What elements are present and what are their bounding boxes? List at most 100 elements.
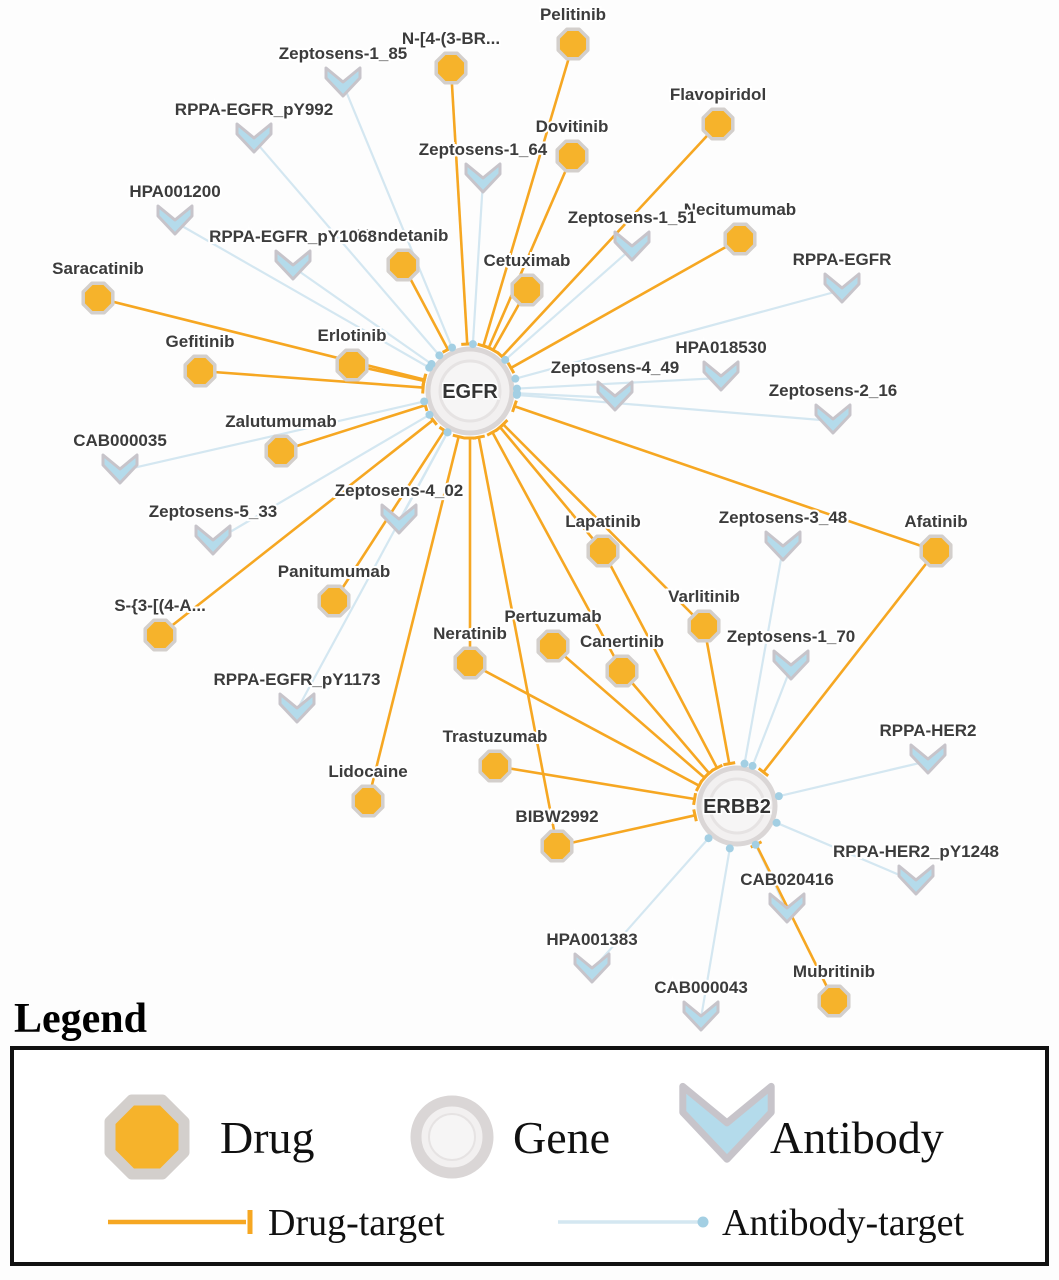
antibody-node-zeptosens-1-70[interactable] <box>772 649 810 681</box>
antibody-node-cab020416[interactable] <box>768 892 806 924</box>
legend-gene-icon-core <box>428 1113 476 1161</box>
edge-flavopiridol-egfr <box>501 123 719 358</box>
drug-node-varlitinib[interactable] <box>687 609 721 643</box>
legend-gene-label: Gene <box>513 1112 610 1163</box>
node-label-mubritinib: Mubritinib <box>793 962 875 981</box>
antibody-node-rppa-egfr-py1068[interactable] <box>274 249 312 281</box>
drug-node-cetuximab[interactable] <box>510 273 544 307</box>
edge-canertinib-erbb2-tick <box>703 768 715 779</box>
edge-rppa-egfr-egfr-dot <box>511 374 520 383</box>
antibody-node-zeptosens-4-49[interactable] <box>596 380 634 412</box>
drug-node-erlotinib[interactable] <box>335 348 369 382</box>
drug-node-pelitinib[interactable] <box>556 27 590 61</box>
edge-zeptosens-3-48-erbb2-dot <box>740 759 749 768</box>
antibody-node-rppa-egfr-py992[interactable] <box>235 122 273 154</box>
edge-zeptosens-1-85-egfr-dot <box>448 343 457 352</box>
legend-antibody-target-dot <box>697 1216 709 1228</box>
antibody-node-zeptosens-4-02[interactable] <box>380 503 418 535</box>
node-label-zeptosens-1-70: Zeptosens-1_70 <box>727 627 856 646</box>
antibody-node-hpa018530[interactable] <box>702 360 740 392</box>
edge-neratinib-erbb2-tick <box>694 779 704 792</box>
drug-node-vandetanib[interactable] <box>386 248 420 282</box>
edge-zeptosens-2-16-egfr <box>516 393 834 423</box>
edge-necitumumab-egfr <box>510 237 741 370</box>
antibody-node-zeptosens-1-85[interactable] <box>324 66 362 98</box>
drug-node-saracatinib[interactable] <box>81 281 115 315</box>
antibody-node-zeptosens-1-64[interactable] <box>464 162 502 194</box>
legend-drug-label: Drug <box>220 1112 315 1163</box>
edge-zeptosens-1-64-egfr-dot <box>468 340 477 349</box>
drug-edges-layer <box>97 43 938 1002</box>
node-label-rppa-her2: RPPA-HER2 <box>880 721 977 740</box>
edge-bibw2992-egfr-tick <box>472 434 486 440</box>
edge-saracatinib-egfr <box>97 296 425 381</box>
drug-node-mubritinib[interactable] <box>817 984 851 1018</box>
edge-varlitinib-erbb2 <box>702 625 731 764</box>
drug-node-gefitinib[interactable] <box>183 354 217 388</box>
drug-node-canertinib[interactable] <box>605 654 639 688</box>
drug-node-neratinib[interactable] <box>453 646 487 680</box>
antibody-node-rppa-her2-py1248[interactable] <box>897 864 935 896</box>
node-label-bibw2992: BIBW2992 <box>515 807 598 826</box>
node-label-zeptosens-3-48: Zeptosens-3_48 <box>719 508 848 527</box>
edge-dots-layer <box>420 340 783 853</box>
antibody-node-hpa001383[interactable] <box>573 952 611 984</box>
drug-node-trastuzumab[interactable] <box>478 749 512 783</box>
legend-antibody-icon <box>679 1082 775 1163</box>
antibody-edges-layer <box>119 83 929 1019</box>
node-label-necitumumab: Necitumumab <box>684 200 796 219</box>
antibody-node-rppa-her2[interactable] <box>909 743 947 775</box>
edge-cetuximab-egfr-tick <box>487 345 500 355</box>
node-label-varlitinib: Varlitinib <box>668 587 740 606</box>
edge-rppa-egfr-py1068-egfr <box>292 266 433 365</box>
antibody-node-zeptosens-1-51[interactable] <box>613 230 651 262</box>
drug-node-dovitinib[interactable] <box>555 139 589 173</box>
antibody-node-zeptosens-2-16[interactable] <box>814 403 852 435</box>
node-label-hpa001200: HPA001200 <box>129 182 220 201</box>
drug-node-necitumumab[interactable] <box>723 222 757 256</box>
drug-node-s-3-4-a[interactable] <box>143 618 177 652</box>
legend: Legend Drug Gene Antibody Drug-target An… <box>10 996 1049 1266</box>
edge-afatinib-egfr <box>514 405 937 553</box>
node-label-lapatinib: Lapatinib <box>565 512 641 531</box>
antibody-node-cab000035[interactable] <box>101 453 139 485</box>
drug-node-zalutumumab[interactable] <box>264 434 298 468</box>
antibody-node-zeptosens-3-48[interactable] <box>764 530 802 562</box>
node-label-rppa-her2-py1248: RPPA-HER2_pY1248 <box>833 842 999 861</box>
drug-node-afatinib[interactable] <box>919 534 953 568</box>
nodes-layer <box>81 27 953 1032</box>
labels-layer: EGFRERBB2PelitinibN-[4-(3-BR...Dovitinib… <box>50 3 1001 999</box>
antibody-node-cab000043[interactable] <box>682 1000 720 1032</box>
antibody-node-rppa-egfr[interactable] <box>823 272 861 304</box>
drug-node-bibw2992[interactable] <box>540 829 574 863</box>
edge-s-3-4-a-egfr <box>159 419 434 637</box>
drug-node-panitumumab[interactable] <box>317 584 351 618</box>
antibody-node-zeptosens-5-33[interactable] <box>194 524 232 556</box>
edge-bibw2992-erbb2-tick <box>692 809 698 822</box>
edge-bibw2992-erbb2 <box>556 814 696 848</box>
node-label-zalutumumab: Zalutumumab <box>225 412 336 431</box>
antibody-node-hpa001200[interactable] <box>156 204 194 236</box>
edge-zeptosens-1-85-egfr <box>341 83 454 348</box>
edge-hpa018530-egfr <box>516 376 722 390</box>
node-label-zeptosens-4-49: Zeptosens-4_49 <box>551 358 680 377</box>
antibody-node-rppa-egfr-py1173[interactable] <box>278 692 316 724</box>
edge-zeptosens-4-49-egfr <box>516 392 616 400</box>
drug-node-lidocaine[interactable] <box>351 784 385 818</box>
edge-hpa001383-erbb2-dot <box>704 834 713 843</box>
drug-node-lapatinib[interactable] <box>586 534 620 568</box>
edge-zeptosens-3-48-erbb2 <box>743 547 785 764</box>
node-label-neratinib: Neratinib <box>433 624 507 643</box>
edge-zeptosens-1-64-egfr <box>471 179 485 345</box>
node-label-rppa-egfr: RPPA-EGFR <box>793 250 892 269</box>
gene-node-core-erbb2 <box>708 777 766 835</box>
node-label-pertuzumab: Pertuzumab <box>504 607 601 626</box>
edge-zeptosens-1-51-egfr-dot <box>501 355 510 364</box>
drug-node-pertuzumab[interactable] <box>536 629 570 663</box>
drug-node-flavopiridol[interactable] <box>701 107 735 141</box>
node-label-zeptosens-1-64: Zeptosens-1_64 <box>419 140 548 159</box>
node-label-saracatinib: Saracatinib <box>52 259 144 278</box>
edge-zeptosens-1-70-erbb2-dot <box>748 761 757 770</box>
drug-node-n-4-3-br[interactable] <box>434 51 468 85</box>
